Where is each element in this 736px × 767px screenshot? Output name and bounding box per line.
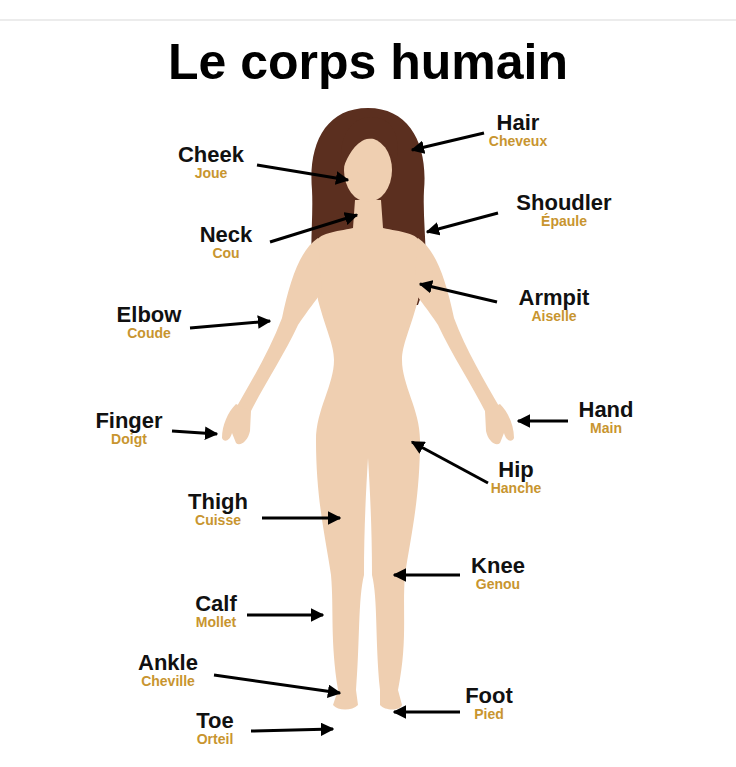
french-label: Cuisse xyxy=(195,512,241,529)
leader-arrow xyxy=(247,614,323,617)
leader-arrow xyxy=(172,431,217,434)
left-arm xyxy=(236,238,322,413)
leader-arrow xyxy=(427,213,498,232)
english-label: Shoudler xyxy=(516,190,611,216)
leader-arrow xyxy=(257,165,348,180)
french-label: Orteil xyxy=(197,731,234,748)
french-label: Pied xyxy=(474,706,504,723)
french-label: Cou xyxy=(212,245,239,262)
english-label: Ankle xyxy=(138,650,198,676)
english-label: Finger xyxy=(95,408,162,434)
french-label: Cheville xyxy=(141,673,195,690)
left-hand xyxy=(222,404,251,444)
leader-arrow xyxy=(394,711,460,714)
leader-arrow xyxy=(420,284,497,302)
body-silhouette xyxy=(314,200,422,710)
english-label: Elbow xyxy=(117,302,182,328)
french-label: Hanche xyxy=(491,480,542,497)
leader-arrow xyxy=(251,729,333,731)
top-rule xyxy=(0,19,736,21)
english-label: Neck xyxy=(200,222,253,248)
english-label: Toe xyxy=(196,708,233,734)
right-hand xyxy=(485,404,514,444)
english-label: Thigh xyxy=(188,489,248,515)
leader-arrow xyxy=(394,574,460,577)
french-label: Aiselle xyxy=(531,308,576,325)
leader-arrow xyxy=(214,675,340,693)
french-label: Cheveux xyxy=(489,133,547,150)
english-label: Armpit xyxy=(519,285,590,311)
leader-arrows xyxy=(172,133,568,731)
english-label: Calf xyxy=(195,591,237,617)
leader-arrow xyxy=(412,442,488,483)
english-label: Foot xyxy=(465,683,513,709)
french-label: Doigt xyxy=(111,431,147,448)
leader-arrow xyxy=(412,133,484,150)
english-label: Knee xyxy=(471,553,525,579)
english-label: Hip xyxy=(498,457,533,483)
french-label: Mollet xyxy=(196,614,236,631)
english-label: Hand xyxy=(579,397,634,423)
french-label: Main xyxy=(590,420,622,437)
french-label: Genou xyxy=(476,576,520,593)
leader-arrow xyxy=(190,321,270,328)
english-label: Cheek xyxy=(178,142,244,168)
french-label: Coude xyxy=(127,325,171,342)
english-label: Hair xyxy=(497,110,540,136)
french-label: Épaule xyxy=(541,213,587,230)
right-arm xyxy=(414,238,500,413)
french-label: Joue xyxy=(195,165,228,182)
page-title: Le corps humain xyxy=(168,33,568,91)
leader-arrow xyxy=(270,215,357,242)
leader-arrow xyxy=(262,517,340,520)
leader-arrow xyxy=(518,420,568,423)
hair-front xyxy=(341,117,398,172)
